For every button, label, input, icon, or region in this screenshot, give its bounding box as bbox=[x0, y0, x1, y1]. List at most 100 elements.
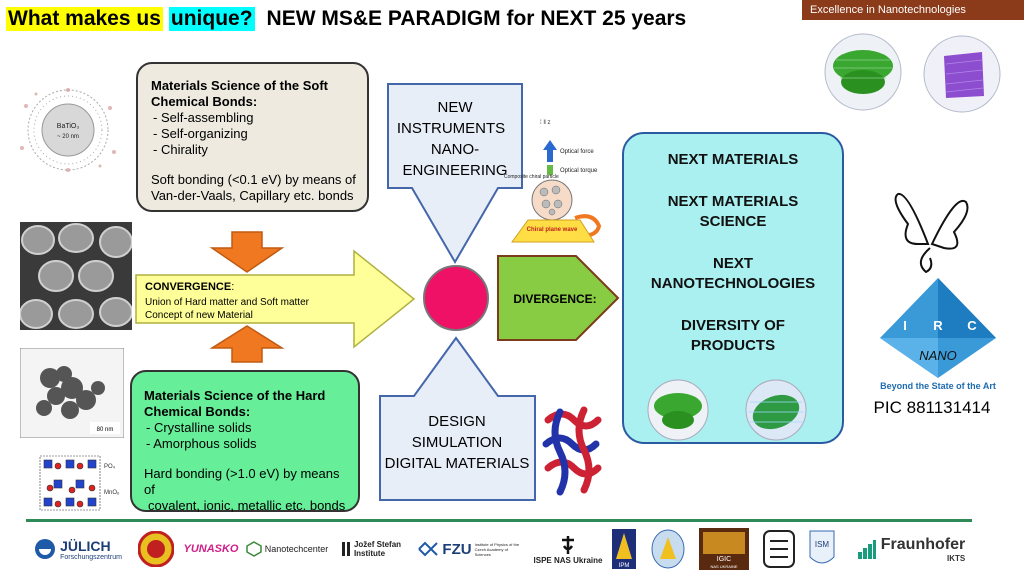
instruments-arrow bbox=[387, 83, 523, 264]
divergence-arrow bbox=[497, 255, 620, 341]
irc-letter-c: C bbox=[967, 318, 977, 333]
design-line1: DESIGN bbox=[428, 413, 486, 430]
list-item: Amorphous solids bbox=[144, 436, 348, 452]
nanoparticle-image: BaTiO₃ ~ 20 nm bbox=[20, 88, 116, 172]
ism-icon: ISM bbox=[809, 530, 835, 564]
irc-slogan: Beyond the State of the Art bbox=[880, 381, 996, 391]
partner-logo-nanotechcenter: Nanotechcenter bbox=[244, 526, 330, 572]
product-spheres bbox=[647, 379, 807, 441]
convergence-arrow bbox=[135, 249, 416, 349]
crystal-structure-image: PO₄ MnO₆ bbox=[39, 455, 120, 511]
convergence-title: CONVERGENCE: bbox=[145, 281, 234, 293]
divergence-label: DIVERGENCE: bbox=[513, 292, 596, 306]
list-item: Self-assembling bbox=[151, 110, 357, 126]
title-highlight-cyan: unique? bbox=[168, 7, 255, 31]
partner-logo-institute bbox=[760, 526, 798, 572]
plane-wave-label: Chiral plane wave bbox=[527, 227, 578, 233]
excellence-badge: Excellence in Nanotechnologies bbox=[802, 0, 1024, 20]
list-item: Chirality bbox=[151, 142, 357, 158]
institute-emblem-icon bbox=[763, 530, 795, 568]
orange-down-arrow bbox=[209, 231, 285, 273]
sem-image bbox=[20, 222, 132, 330]
jozef-stefan-icon bbox=[341, 542, 350, 556]
svg-text:⁞ ‖ z: ⁞ ‖ z bbox=[540, 120, 550, 126]
tem-scale-label: 80 nm bbox=[97, 427, 114, 433]
design-arrow bbox=[379, 336, 536, 501]
hard-bonds-description-2: covalent, ionic, metallic etc. bonds bbox=[148, 498, 346, 513]
irc-letter-r: R bbox=[933, 318, 943, 333]
instruments-line1: NEW bbox=[438, 99, 474, 116]
soft-bonds-list: Self-assembling Self-organizing Chiralit… bbox=[151, 110, 357, 158]
nanotechcenter-icon bbox=[245, 541, 262, 557]
butterfly-sketch bbox=[894, 193, 969, 274]
list-item: Crystalline solids bbox=[144, 420, 348, 436]
pic-number: PIC 881131414 bbox=[873, 398, 991, 417]
partner-logo-fraunhofer: Fraunhofer IKTS bbox=[848, 526, 974, 572]
composite-label: Composite chiral particle bbox=[504, 174, 559, 180]
green-sphere-product-2 bbox=[745, 379, 807, 441]
convergence-line1: Union of Hard matter and Soft matter bbox=[145, 297, 310, 308]
soft-bonds-description: Soft bonding (<0.1 eV) by means of Van-d… bbox=[151, 172, 356, 203]
partner-logo-ism: ISM bbox=[806, 526, 838, 572]
ipm-icon: IPM bbox=[612, 529, 636, 569]
tem-image: 80 nm bbox=[20, 348, 124, 438]
title-paradigm: NEW MS&E PARADIGM for NEXT 25 years bbox=[266, 7, 687, 30]
design-line3: DIGITAL MATERIALS bbox=[385, 455, 530, 472]
university-emblem-icon bbox=[651, 529, 685, 569]
green-nanostructure-sphere-top bbox=[824, 33, 902, 111]
footer-divider bbox=[26, 519, 972, 522]
julich-logo-icon bbox=[35, 539, 56, 559]
list-item: Self-organizing bbox=[151, 126, 357, 142]
partner-logo-ipm: IPM bbox=[610, 526, 638, 572]
ispe-icon bbox=[562, 535, 574, 554]
nanoparticle-size-label: ~ 20 nm bbox=[57, 134, 79, 140]
svg-text:IGIC: IGIC bbox=[717, 556, 731, 563]
fzu-icon bbox=[418, 541, 439, 557]
instruments-line3: NANO- bbox=[431, 141, 479, 158]
crystal-label-po4: PO₄ bbox=[104, 464, 116, 470]
svg-text:IPM: IPM bbox=[619, 563, 630, 569]
crystal-label-mno6: MnO₆ bbox=[104, 490, 120, 496]
irc-nano-text: NANO bbox=[919, 348, 957, 363]
svg-text:NAS UKRAINE: NAS UKRAINE bbox=[710, 564, 737, 569]
nanoparticle-label: BaTiO₃ bbox=[57, 123, 80, 130]
irc-nano-logo: I R C NANO Beyond the State of the Art bbox=[880, 278, 996, 391]
orange-up-arrow bbox=[209, 325, 285, 363]
hard-bonds-title: Materials Science of the Hard Chemical B… bbox=[144, 388, 326, 419]
next-item-materials: NEXT MATERIALS bbox=[667, 151, 799, 168]
partner-logo-crest bbox=[136, 526, 176, 572]
hard-bonds-description: Hard bonding (>1.0 eV) by means of bbox=[144, 466, 340, 497]
soft-bonds-box: Materials Science of the Soft Chemical B… bbox=[136, 62, 369, 212]
design-line2: SIMULATION bbox=[412, 434, 503, 451]
partner-logo-university bbox=[648, 526, 688, 572]
irc-letter-i: I bbox=[903, 318, 907, 333]
fraunhofer-icon bbox=[857, 540, 876, 559]
svg-text:ISM: ISM bbox=[815, 540, 830, 549]
title-highlight-yellow: What makes us bbox=[6, 7, 163, 31]
purple-nanostructure-sphere bbox=[923, 35, 1001, 113]
page-title: What makes us unique? NEW MS&E PARADIGM … bbox=[6, 4, 686, 34]
partner-logo-julich: JÜLICH Forschungszentrum bbox=[30, 526, 126, 572]
green-sphere-product-1 bbox=[647, 379, 709, 441]
instruments-line2: INSTRUMENTS bbox=[397, 120, 505, 137]
partner-logo-yunasko: YUNASKO bbox=[183, 543, 239, 555]
convergence-line2: Concept of new Material bbox=[145, 310, 253, 321]
partner-logo-fzu: FZU Institute of Physics of the Czech Ac… bbox=[410, 526, 528, 572]
optical-force-label: Optical force bbox=[560, 149, 594, 155]
university-crest-icon bbox=[138, 531, 174, 567]
partner-logo-ispe: ISPE NAS Ukraine bbox=[530, 526, 606, 572]
soft-bonds-title: Materials Science of the Soft Chemical B… bbox=[151, 78, 328, 109]
hard-bonds-box: Materials Science of the Hard Chemical B… bbox=[130, 370, 360, 513]
instruments-line4: ENGINEERING bbox=[402, 162, 507, 179]
central-circle bbox=[423, 265, 489, 331]
chiral-particle-diagram: ⁞ ‖ z Optical force Optical torque Compo… bbox=[504, 120, 602, 243]
optical-torque-label: Optical torque bbox=[560, 168, 598, 174]
gyroid-structure-image bbox=[542, 406, 602, 496]
